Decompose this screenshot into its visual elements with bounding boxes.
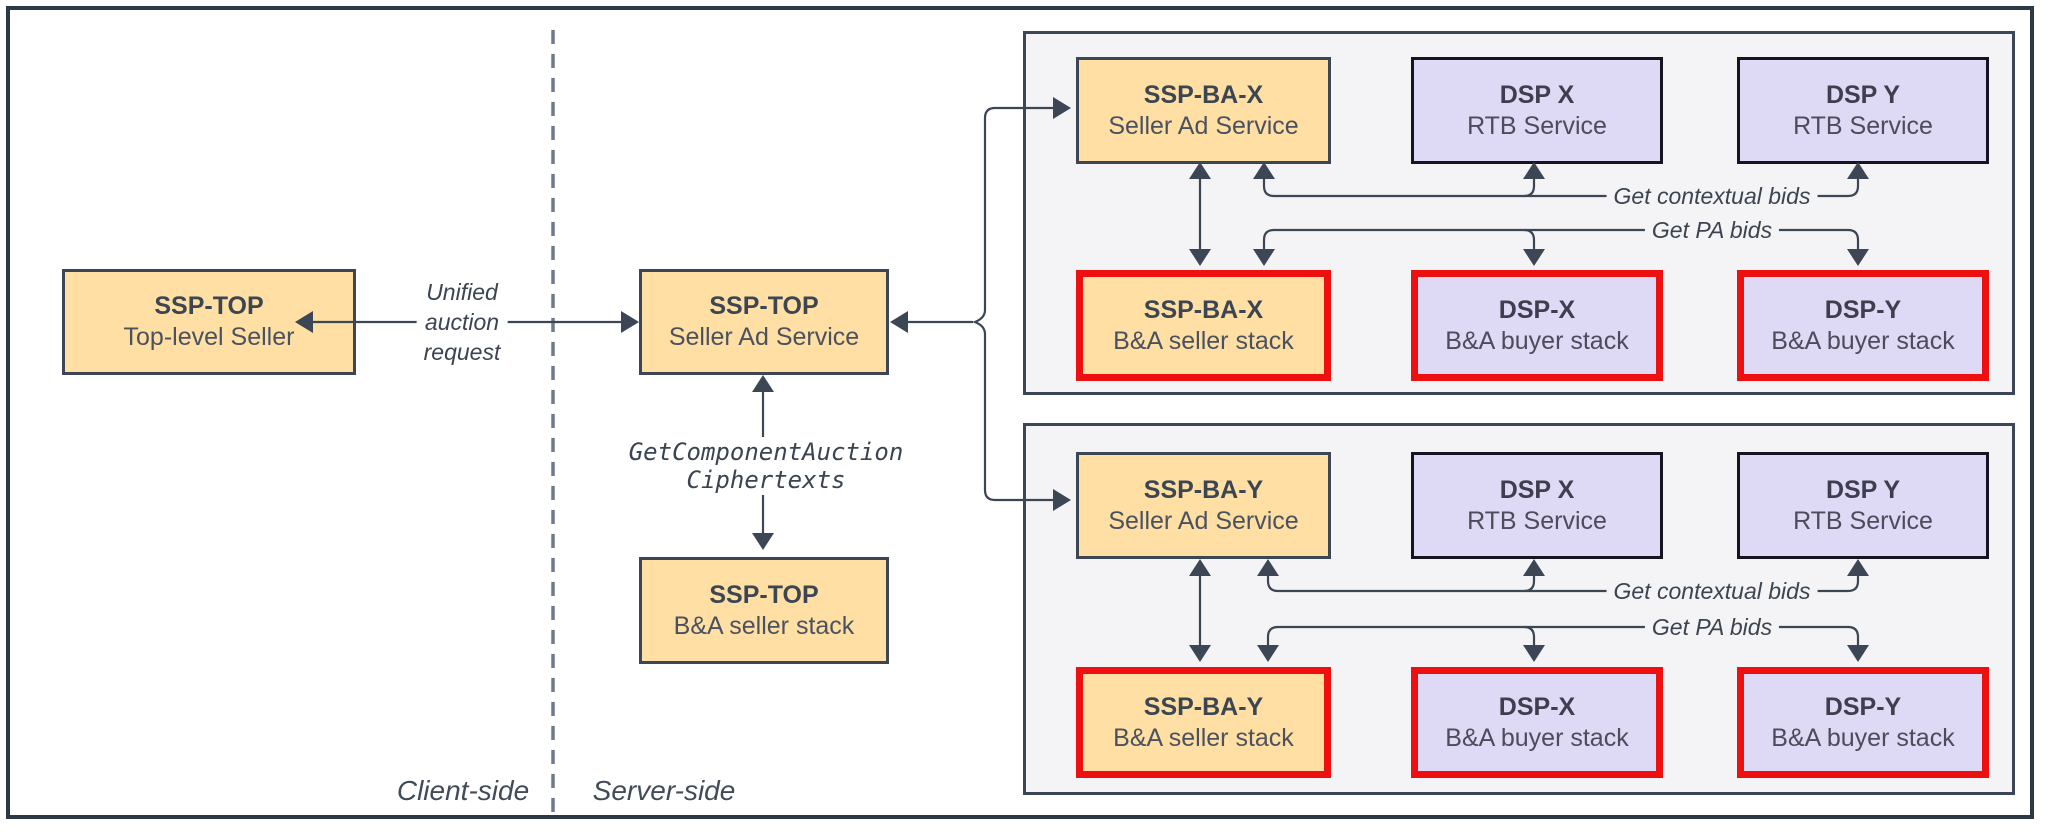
group-ssp-ba-y: SSP-BA-Y Seller Ad Service DSP X RTB Ser… bbox=[1023, 423, 2015, 795]
box-dsp-x-ba-buyer-stack-x: DSP-X B&A buyer stack bbox=[1411, 270, 1663, 381]
box-subtitle: RTB Service bbox=[1793, 111, 1933, 140]
box-title: DSP-Y bbox=[1824, 295, 1902, 324]
box-subtitle: B&A seller stack bbox=[1113, 723, 1294, 752]
box-dsp-y-rtb-service-x: DSP Y RTB Service bbox=[1737, 57, 1989, 164]
box-subtitle: RTB Service bbox=[1467, 111, 1607, 140]
box-title: DSP X bbox=[1499, 80, 1575, 109]
box-title: SSP-TOP bbox=[709, 292, 819, 320]
box-title: SSP-BA-Y bbox=[1143, 475, 1264, 504]
box-title: SSP-TOP bbox=[154, 292, 264, 320]
box-title: DSP-X bbox=[1498, 692, 1576, 721]
box-ssp-ba-x-seller-ad-service: SSP-BA-X Seller Ad Service bbox=[1076, 57, 1331, 164]
box-subtitle: Seller Ad Service bbox=[1108, 111, 1299, 140]
client-side-label: Client-side bbox=[396, 775, 530, 806]
box-subtitle: B&A seller stack bbox=[673, 611, 855, 640]
box-ssp-top-ba-seller-stack: SSP-TOP B&A seller stack bbox=[639, 557, 889, 664]
label-unified-auction-request: Unified auction request bbox=[416, 276, 508, 368]
box-dsp-x-rtb-service-y: DSP X RTB Service bbox=[1411, 452, 1663, 559]
box-title: DSP Y bbox=[1825, 80, 1901, 109]
box-title: DSP-Y bbox=[1824, 692, 1902, 721]
box-title: SSP-TOP bbox=[709, 580, 819, 609]
box-subtitle: B&A buyer stack bbox=[1771, 723, 1955, 752]
label-get-component-auction-ciphertexts: GetComponentAuction Ciphertexts bbox=[621, 437, 911, 495]
box-ssp-ba-x-ba-seller-stack: SSP-BA-X B&A seller stack bbox=[1076, 270, 1331, 381]
box-title: SSP-BA-Y bbox=[1143, 692, 1264, 721]
box-title: DSP Y bbox=[1825, 475, 1901, 504]
diagram-border bbox=[6, 6, 2034, 819]
box-subtitle: B&A buyer stack bbox=[1445, 723, 1629, 752]
box-title: SSP-BA-X bbox=[1143, 80, 1264, 109]
box-dsp-y-ba-buyer-stack-x: DSP-Y B&A buyer stack bbox=[1737, 270, 1989, 381]
box-title: DSP X bbox=[1499, 475, 1575, 504]
box-dsp-y-ba-buyer-stack-y: DSP-Y B&A buyer stack bbox=[1737, 667, 1989, 778]
box-dsp-x-rtb-service-x: DSP X RTB Service bbox=[1411, 57, 1663, 164]
box-subtitle: Seller Ad Service bbox=[668, 323, 860, 351]
box-ssp-ba-y-seller-ad-service: SSP-BA-Y Seller Ad Service bbox=[1076, 452, 1331, 559]
server-side-label: Server-side bbox=[592, 775, 736, 806]
group-ssp-ba-x: SSP-BA-X Seller Ad Service DSP X RTB Ser… bbox=[1023, 31, 2015, 395]
box-dsp-y-rtb-service-y: DSP Y RTB Service bbox=[1737, 452, 1989, 559]
box-ssp-ba-y-ba-seller-stack: SSP-BA-Y B&A seller stack bbox=[1076, 667, 1331, 778]
box-subtitle: RTB Service bbox=[1467, 506, 1607, 535]
box-subtitle: B&A buyer stack bbox=[1771, 326, 1955, 355]
box-subtitle: RTB Service bbox=[1793, 506, 1933, 535]
box-subtitle: B&A seller stack bbox=[1113, 326, 1294, 355]
box-title: SSP-BA-X bbox=[1143, 295, 1264, 324]
label-get-contextual-bids-x: Get contextual bids bbox=[1606, 180, 1818, 212]
box-subtitle: Top-level Seller bbox=[123, 323, 295, 351]
box-ssp-top-top-level-seller: SSP-TOP Top-level Seller bbox=[62, 269, 356, 375]
label-get-contextual-bids-y: Get contextual bids bbox=[1606, 575, 1818, 607]
label-get-pa-bids-y: Get PA bids bbox=[1644, 611, 1780, 643]
box-title: DSP-X bbox=[1498, 295, 1576, 324]
label-get-pa-bids-x: Get PA bids bbox=[1644, 214, 1780, 246]
box-ssp-top-seller-ad-service: SSP-TOP Seller Ad Service bbox=[639, 269, 889, 375]
box-subtitle: Seller Ad Service bbox=[1108, 506, 1299, 535]
box-subtitle: B&A buyer stack bbox=[1445, 326, 1629, 355]
box-dsp-x-ba-buyer-stack-y: DSP-X B&A buyer stack bbox=[1411, 667, 1663, 778]
